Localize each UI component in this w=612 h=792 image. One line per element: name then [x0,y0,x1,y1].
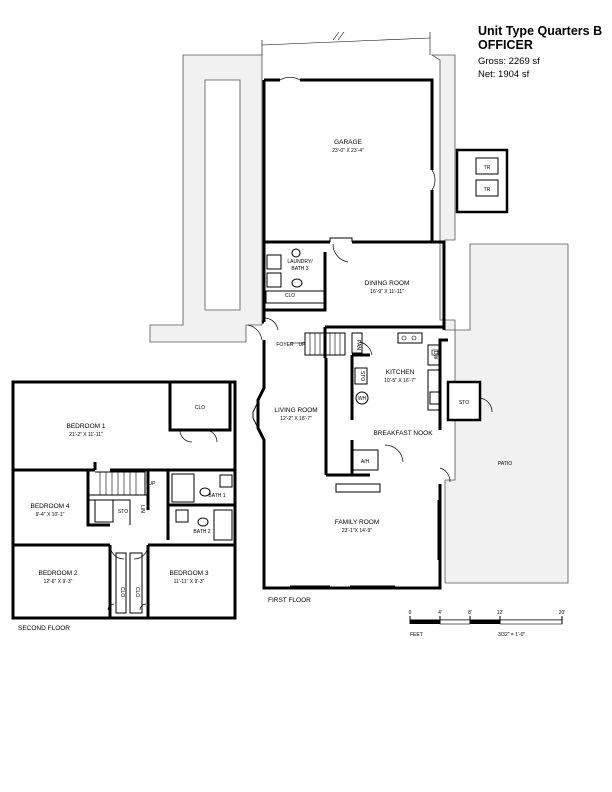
second-floor-doors [107,429,218,611]
unit-title-line2: OFFICER [478,38,533,52]
breakfast-label: BREAKFAST NOOK [373,430,433,437]
closet2-label: CLO [119,587,125,597]
air-handler-label: A/H [361,459,370,465]
laundry-clo-label: CLO [285,293,295,299]
outside-storage [446,380,493,422]
bath2-label: BATH 2 [193,529,210,535]
dining-dims: 16'-9" X 11'-11" [370,289,404,295]
scale-tick-8: 8' [468,610,472,616]
gross-area: Gross: 2269 sf [478,56,540,67]
foyer-label: FOYER [276,342,294,348]
family-label: FAMILY ROOM [335,519,380,526]
bedroom1-clo-label: CLO [195,405,205,411]
patio-label: PATIO [498,461,512,467]
closet3-label: CLO [134,587,140,597]
bedroom2-label: BEDROOM 2 [38,570,77,577]
lin-label: LIN [139,505,145,513]
water-heater-label: WH [358,396,367,402]
kitchen-fixtures [351,332,441,411]
outside-sto-label: STO [459,400,469,406]
laundry-fixtures [265,248,325,304]
bedroom3-dims: 11'-11" X 9'-3" [174,579,205,585]
scale-tick-12: 12' [497,610,504,616]
scale-ratio-label: 3/32" = 1'-0" [498,632,525,638]
stair-up-label: UP [149,481,157,487]
dw-label: DW [432,351,438,360]
bedroom2-dims: 12'-6" X 9'-3" [44,579,73,585]
living-dims: 12'-2" X 18'-7" [280,416,312,422]
foyer-stair [290,332,346,356]
first-floor-walls [252,78,448,590]
door-swings [247,76,451,483]
bath3-label: BATH 3 [291,266,308,272]
kitchen-dims: 10'-5" X 16'-7" [384,378,416,384]
bedroom4-label: BEDROOM 4 [30,503,69,510]
family-dims: 23'-1"X 14'-9" [342,528,372,534]
foyer-up-label: UP [299,342,307,348]
bedroom3-label: BEDROOM 3 [169,570,208,577]
net-area: Net: 1904 sf [478,69,530,80]
unit-title: Unit Type Quarters B OFFICER [478,24,602,52]
scale-tick-0: 0 [409,610,412,616]
kitchen-sto-label: STO [359,371,365,381]
scale-tick-20: 20' [559,610,566,616]
dining-label: DINING ROOM [365,280,410,287]
scale-bar [409,616,563,625]
second-floor-caption: SECOND FLOOR [18,625,70,632]
bedroom1-dims: 21'-2" X 11'-11" [69,432,103,438]
unit-title-line1: Unit Type Quarters B [478,24,603,38]
scale-tick-4: 4' [438,610,442,616]
kitchen-label: KITCHEN [386,369,415,376]
sto-label: STO [118,509,128,515]
scale-feet-label: FEET [410,632,423,638]
garage-dims: 23'-0" X 23'-4" [332,148,364,154]
bath1-label: BATH 1 [208,493,225,499]
first-floor-caption: FIRST FLOOR [268,597,311,604]
bedroom4-dims: 9'-4" X 10'-1" [36,512,65,518]
bedroom1-label: BEDROOM 1 [66,423,105,430]
pantry-label: PAN [355,340,361,350]
tr-top-label: TR [484,165,491,171]
transformer-enclosure [455,148,509,214]
laundry-label: LAUNDRY/ [287,259,313,265]
second-floor-walls [11,380,237,620]
living-label: LIVING ROOM [274,407,317,414]
garage-label: GARAGE [334,139,362,146]
tr-bottom-label: TR [484,187,491,193]
site-paving [149,31,569,584]
